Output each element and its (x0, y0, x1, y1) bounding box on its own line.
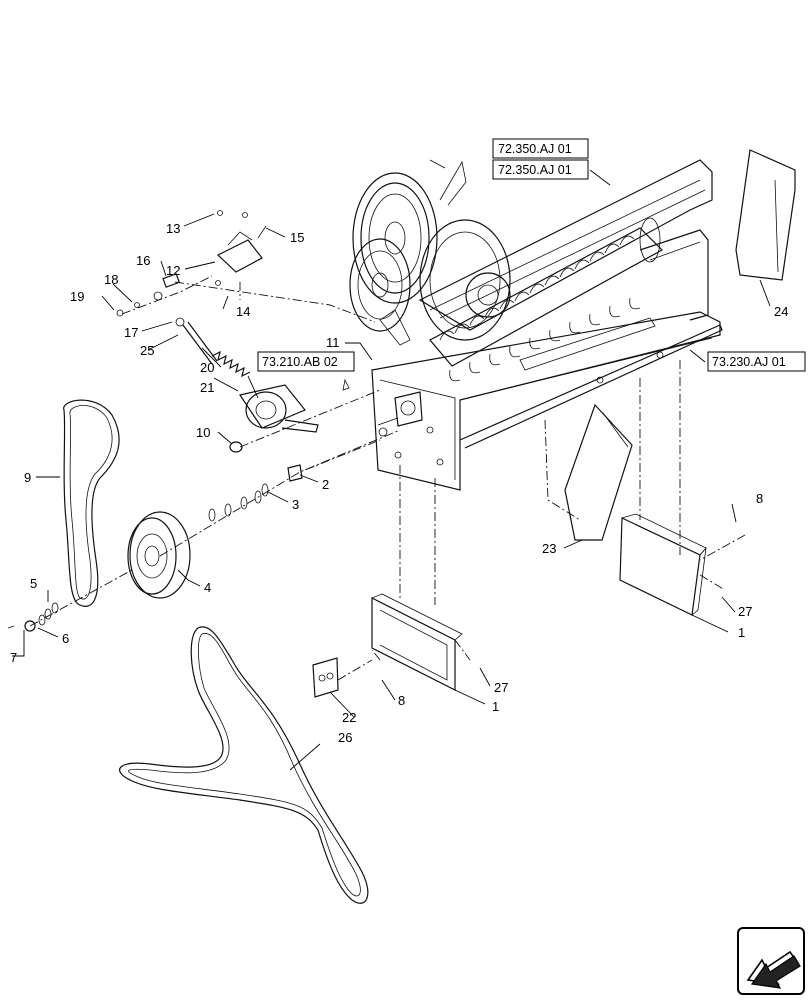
callout-25: 25 (140, 343, 154, 358)
callout-21: 21 (200, 380, 214, 395)
belt-9 (63, 399, 120, 607)
callout-24: 24 (774, 304, 788, 319)
washer-10 (229, 441, 243, 453)
projection-lines (29, 275, 746, 681)
callout-20: 20 (200, 360, 214, 375)
callout-27-right: 27 (738, 604, 752, 619)
callout-16: 16 (136, 253, 150, 268)
callout-6: 6 (62, 631, 69, 646)
callout-17: 17 (124, 325, 138, 340)
callout-2: 2 (322, 477, 329, 492)
callout-9: 9 (24, 470, 31, 485)
idler-pulley-assembly (239, 378, 350, 433)
callout-15: 15 (290, 230, 304, 245)
callout-19: 19 (70, 289, 84, 304)
callout-11: 11 (326, 335, 340, 350)
reference-box-72-350-aj-01-a[interactable]: 72.350.AJ 01 (492, 138, 589, 159)
shield-24 (735, 149, 796, 281)
reference-box-73-210-ab-02[interactable]: 73.210.AB 02 (257, 351, 355, 372)
callouts: 1 1 2 3 4 5 6 7 8 8 9 10 11 12 13 14 15 … (10, 221, 788, 745)
callout-22: 22 (342, 710, 356, 725)
cover-plate-lower (371, 597, 456, 691)
callout-26: 26 (338, 730, 352, 745)
drive-pulley-4 (127, 511, 191, 599)
reference-label: 72.350.AJ 01 (498, 163, 572, 177)
callout-7: 7 (10, 650, 17, 665)
cover-plate-right (619, 517, 701, 616)
callout-3: 3 (292, 497, 299, 512)
nut-6 (24, 620, 36, 632)
callout-1-lower: 1 (492, 699, 499, 714)
callout-27-lower: 27 (494, 680, 508, 695)
callout-1-right: 1 (738, 625, 745, 640)
reference-label: 73.210.AB 02 (262, 355, 338, 369)
washer-stack-3 (208, 483, 269, 522)
callout-8-right: 8 (756, 491, 763, 506)
reference-box-73-230-aj-01[interactable]: 73.230.AJ 01 (707, 351, 806, 372)
washer-stack-5 (38, 602, 59, 626)
spacer-2 (287, 464, 303, 482)
reference-box-72-350-aj-01-b[interactable]: 72.350.AJ 01 (492, 159, 589, 180)
rotor-housing-assembly (349, 159, 723, 491)
callout-12: 12 (166, 263, 180, 278)
spring-21 (211, 350, 251, 378)
shield-23 (564, 403, 633, 541)
belt-26 (119, 626, 369, 904)
callout-23: 23 (542, 541, 556, 556)
callout-14: 14 (236, 304, 250, 319)
callout-10: 10 (196, 425, 210, 440)
view-direction-arrow-icon[interactable] (737, 927, 805, 995)
leader-lines (12, 169, 771, 771)
callout-5: 5 (30, 576, 37, 591)
callout-4: 4 (204, 580, 211, 595)
callout-18: 18 (104, 272, 118, 287)
callout-8-lower: 8 (398, 693, 405, 708)
reference-label: 73.230.AJ 01 (712, 355, 786, 369)
callout-13: 13 (166, 221, 180, 236)
decal-22 (312, 657, 339, 698)
reference-label: 72.350.AJ 01 (498, 142, 572, 156)
idler-bracket-12 (216, 239, 263, 273)
